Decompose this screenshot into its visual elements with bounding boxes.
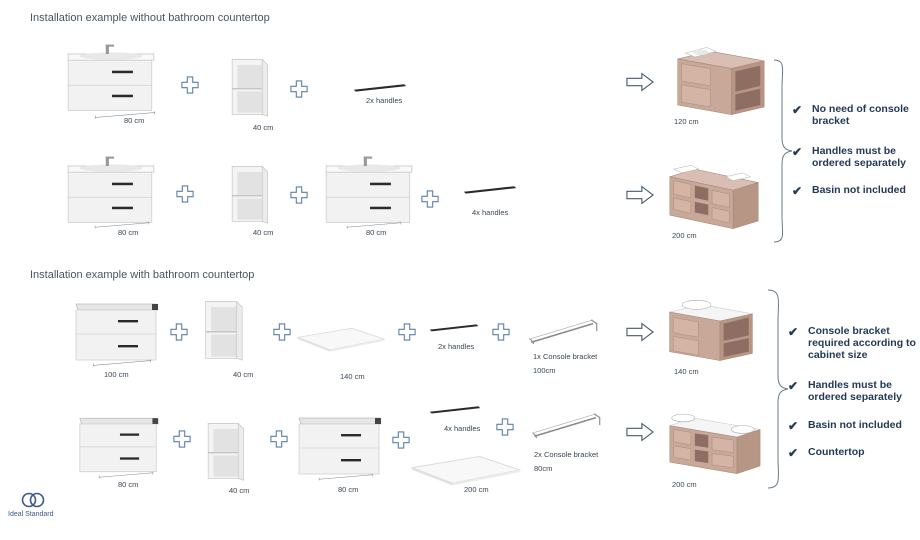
dimension-line	[92, 358, 152, 368]
bracket-size-label: 80cm	[534, 464, 553, 473]
plus-icon	[270, 430, 288, 448]
console-bracket	[526, 318, 604, 346]
feature-text: No need of console bracket	[812, 103, 909, 127]
handle-bar	[428, 322, 480, 332]
vanity-80cm	[76, 410, 162, 478]
feature-item: ✔ Basin not included	[788, 419, 918, 433]
console-bracket	[530, 412, 606, 440]
feature-text: Console bracket required according to ca…	[808, 325, 916, 361]
plus-icon	[492, 323, 510, 341]
plus-icon	[181, 76, 199, 94]
plus-icon	[496, 418, 514, 436]
handles-label: 4x handles	[444, 424, 481, 433]
handles-label: 2x handles	[438, 342, 475, 351]
plus-icon	[421, 190, 439, 208]
bracket-label: 2x Console bracket	[534, 450, 599, 459]
section1-title: Installation example without bathroom co…	[30, 12, 270, 24]
dim-label: 80 cm	[366, 228, 387, 237]
dim-label: 40 cm	[233, 370, 254, 379]
check-icon: ✔	[788, 419, 799, 433]
check-icon: ✔	[788, 446, 799, 460]
logo-text: Ideal Standard	[8, 511, 54, 518]
feature-text: Handles must be ordered separately	[808, 379, 902, 403]
feature-item: ✔ Basin not included	[792, 184, 918, 198]
handles-label: 4x handles	[472, 208, 509, 217]
curly-brace	[773, 59, 793, 243]
open-unit-40cm	[198, 420, 252, 482]
arrow-right-icon	[626, 422, 654, 442]
dim-label: 120 cm	[674, 117, 699, 126]
dim-label: 80 cm	[118, 228, 139, 237]
plus-icon	[173, 430, 191, 448]
handle-bar	[462, 184, 518, 194]
dim-label: 200 cm	[464, 485, 489, 494]
ideal-standard-logo-icon	[21, 492, 45, 508]
plus-icon	[392, 431, 410, 449]
handle-bar	[428, 404, 482, 414]
dim-label: 80 cm	[338, 485, 359, 494]
feature-item: ✔ Console bracket required according to …	[788, 325, 918, 361]
feature-text: Basin not included	[808, 419, 902, 431]
feature-item: ✔ Handles must be ordered separately	[788, 379, 918, 403]
dim-label: 200 cm	[672, 231, 697, 240]
vanity-80cm	[294, 410, 386, 480]
check-icon: ✔	[792, 184, 803, 198]
check-icon: ✔	[788, 379, 799, 393]
section2-title: Installation example with bathroom count…	[30, 269, 255, 281]
result-200cm-illustration	[666, 160, 762, 232]
dim-label: 80 cm	[118, 480, 139, 489]
countertop-200cm	[410, 454, 522, 488]
dim-label: 140 cm	[340, 372, 365, 381]
plus-icon	[170, 323, 188, 341]
bracket-size-label: 100cm	[533, 366, 556, 375]
feature-item: ✔ Handles must be ordered separately	[792, 145, 918, 169]
countertop-140cm	[296, 326, 386, 354]
feature-text: Countertop	[808, 446, 865, 458]
check-icon: ✔	[792, 103, 803, 117]
dim-label: 200 cm	[672, 480, 697, 489]
dim-label: 40 cm	[253, 228, 274, 237]
dim-label: 40 cm	[229, 486, 250, 495]
result-120cm-illustration	[672, 46, 768, 118]
open-unit-40cm	[222, 163, 276, 225]
vanity-80cm-with-basin	[64, 36, 158, 120]
open-unit-40cm	[196, 298, 250, 362]
dim-label: 100 cm	[104, 370, 129, 379]
dimension-line	[318, 472, 374, 482]
curly-brace	[767, 289, 789, 489]
dimension-line	[98, 470, 154, 480]
feature-item: ✔ No need of console bracket	[792, 103, 918, 127]
arrow-right-icon	[626, 185, 654, 205]
plus-icon	[176, 185, 194, 203]
dim-label: 80 cm	[124, 116, 145, 125]
arrow-right-icon	[626, 322, 654, 342]
plus-icon	[398, 323, 416, 341]
dim-label: 140 cm	[674, 367, 699, 376]
plus-icon	[290, 186, 308, 204]
feature-text: Handles must be ordered separately	[812, 145, 906, 169]
open-unit-40cm	[222, 56, 276, 118]
feature-item: ✔ Countertop	[788, 446, 918, 460]
arrow-right-icon	[626, 72, 654, 92]
check-icon: ✔	[792, 145, 803, 159]
vanity-100cm	[72, 296, 162, 366]
plus-icon	[273, 323, 291, 341]
result-140cm-countertop-illustration	[666, 294, 756, 366]
plus-icon	[290, 80, 308, 98]
dim-label: 40 cm	[253, 123, 274, 132]
handles-label: 2x handles	[366, 96, 403, 105]
handle-bar	[352, 82, 408, 92]
feature-text: Basin not included	[812, 184, 906, 196]
bracket-label: 1x Console bracket	[533, 352, 598, 361]
check-icon: ✔	[788, 325, 799, 339]
result-200cm-countertop-illustration	[666, 404, 762, 478]
